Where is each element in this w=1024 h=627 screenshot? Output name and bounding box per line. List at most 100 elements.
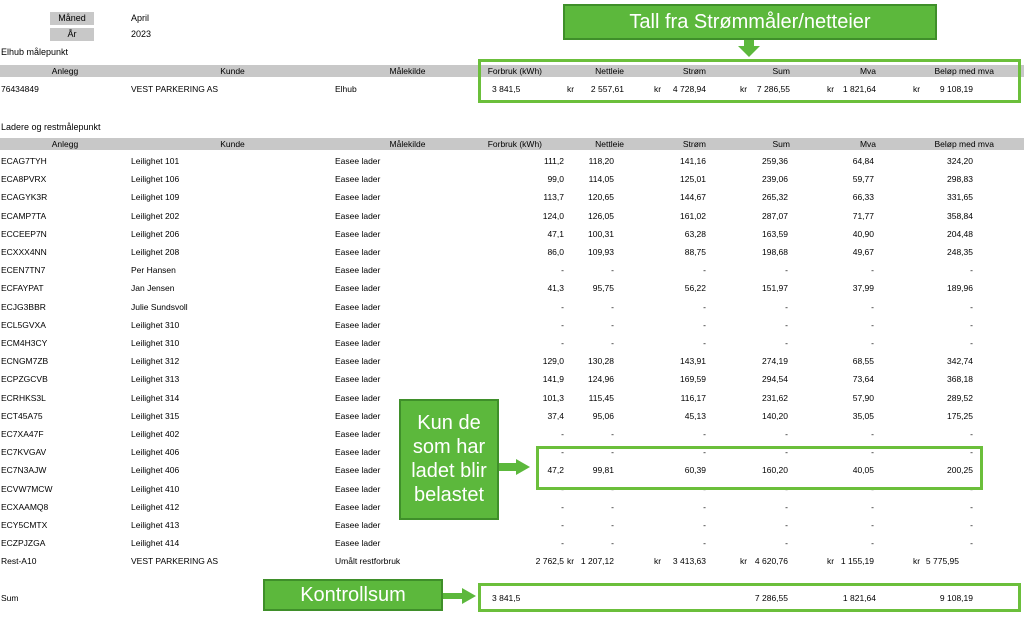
cell-kilde: Easee lader bbox=[335, 338, 381, 348]
cell-kunde: Leilighet 106 bbox=[131, 174, 180, 185]
arrow-bottom-stem bbox=[443, 593, 463, 599]
cell-kilde: Easee lader bbox=[335, 210, 381, 221]
cell-anlegg: ECAMP7TA bbox=[1, 210, 47, 221]
cell-mva: - bbox=[871, 538, 874, 549]
cell-belop: 200,25 bbox=[947, 465, 973, 476]
cell-sum: 259,36 bbox=[762, 156, 788, 166]
cell-kunde: VEST PARKERING AS bbox=[131, 84, 219, 94]
cell-belop: 342,74 bbox=[947, 356, 973, 367]
cell-nettleie: 115,45 bbox=[588, 392, 614, 403]
cell-kunde: Leilighet 410 bbox=[131, 483, 180, 494]
cell-anlegg: 76434849 bbox=[1, 84, 39, 94]
callout-middle-line: belastet bbox=[413, 484, 485, 506]
cell-strom: 56,22 bbox=[684, 283, 706, 294]
section-title-ladere: Ladere og restmålepunkt bbox=[1, 122, 101, 132]
cell-strom: 4 728,94 bbox=[672, 84, 706, 94]
cell-mva: 40,90 bbox=[852, 228, 874, 239]
cell-kilde: Easee lader bbox=[335, 319, 381, 330]
cell-mva: 57,90 bbox=[852, 392, 874, 403]
cell-mva: 40,05 bbox=[852, 465, 874, 476]
cell-kunde: Per Hansen bbox=[131, 265, 176, 276]
callout-middle-line: ladet blir bbox=[411, 460, 487, 482]
cell-nettleie: 100,31 bbox=[588, 228, 614, 239]
cell-kunde: Julie Sundsvoll bbox=[131, 301, 188, 312]
currency-label: kr bbox=[567, 556, 575, 566]
cell-forbruk: 129,0 bbox=[542, 356, 564, 367]
cell-nettleie: 120,65 bbox=[588, 192, 614, 203]
col-header-strom: Strøm bbox=[682, 139, 706, 149]
cell-kunde: Leilighet 202 bbox=[131, 210, 180, 221]
cell-mva: - bbox=[871, 429, 874, 439]
cell-sum: 7 286,55 bbox=[756, 84, 790, 94]
cell-mva: 59,77 bbox=[852, 174, 874, 185]
currency-label: kr bbox=[740, 556, 748, 566]
cell-nettleie: - bbox=[611, 338, 614, 348]
cell-forbruk: 101,3 bbox=[542, 392, 564, 403]
cell-kunde: Leilighet 310 bbox=[131, 338, 180, 348]
cell-kunde: Leilighet 310 bbox=[131, 319, 180, 330]
cell-belop: 175,25 bbox=[947, 410, 973, 421]
cell-belop: 189,96 bbox=[947, 283, 973, 294]
arrow-middle-icon bbox=[516, 459, 530, 475]
cell-kunde: Leilighet 315 bbox=[131, 410, 180, 421]
cell-sum: 287,07 bbox=[762, 210, 788, 221]
cell-sum: - bbox=[785, 501, 788, 512]
cell-kunde: VEST PARKERING AS bbox=[131, 556, 219, 566]
callout-middle-line: som har bbox=[412, 436, 486, 458]
cell-kilde: Easee lader bbox=[335, 410, 381, 421]
cell-kilde: Easee lader bbox=[335, 192, 381, 203]
cell-strom: 116,17 bbox=[680, 392, 706, 403]
cell-sum: - bbox=[785, 338, 788, 348]
cell-belop: - bbox=[970, 520, 973, 530]
cell-sum: 265,32 bbox=[762, 192, 788, 203]
currency-label: kr bbox=[913, 556, 921, 566]
cell-mva: 37,99 bbox=[852, 283, 874, 294]
currency-label: kr bbox=[654, 556, 662, 566]
cell-anlegg: ECXXX4NN bbox=[1, 247, 47, 257]
cell-anlegg: EC7XA47F bbox=[1, 429, 44, 439]
cell-nettleie: - bbox=[611, 265, 614, 276]
cell-forbruk: 2 762,5 bbox=[535, 556, 564, 566]
highlight-box-control-sum bbox=[478, 583, 1021, 612]
cell-mva: 68,55 bbox=[852, 356, 874, 367]
cell-belop: - bbox=[970, 301, 973, 312]
cell-forbruk: 113,7 bbox=[543, 192, 564, 203]
year-label: År bbox=[50, 28, 94, 41]
cell-kilde: Easee lader bbox=[335, 265, 381, 276]
cell-kilde: Easee lader bbox=[335, 501, 381, 512]
cell-forbruk: - bbox=[561, 447, 564, 458]
cell-sum: 163,59 bbox=[762, 228, 788, 239]
cell-nettleie: - bbox=[611, 501, 614, 512]
cell-kilde: Easee lader bbox=[335, 174, 381, 185]
cell-nettleie: - bbox=[611, 301, 614, 312]
currency-label: kr bbox=[567, 84, 575, 94]
cell-kilde: Easee lader bbox=[335, 356, 381, 367]
cell-belop: - bbox=[970, 447, 973, 458]
col-header-mva: Mva bbox=[859, 139, 876, 149]
cell-belop: 5 775,95 bbox=[925, 556, 959, 566]
cell-belop: 289,52 bbox=[947, 392, 973, 403]
cell-kilde: Easee lader bbox=[335, 447, 381, 458]
cell-sum: 294,54 bbox=[762, 374, 788, 385]
cell-nettleie: 130,28 bbox=[588, 356, 614, 367]
table-row-rest: Rest-A10 VEST PARKERING AS Umålt restfor… bbox=[0, 552, 1024, 570]
cell-forbruk: - bbox=[561, 429, 564, 439]
cell-kunde: Leilighet 406 bbox=[131, 447, 180, 458]
cell-mva: 1 821,64 bbox=[842, 84, 876, 94]
cell-strom: 45,13 bbox=[684, 410, 706, 421]
cell-anlegg: EC7N3AJW bbox=[1, 465, 47, 476]
cell-kilde: Easee lader bbox=[335, 228, 381, 239]
cell-anlegg: ECM4H3CY bbox=[1, 338, 48, 348]
cell-sum: - bbox=[785, 447, 788, 458]
cell-anlegg: EC7KVGAV bbox=[1, 447, 47, 458]
callout-middle: Kun de som har ladet blir belastet bbox=[399, 399, 499, 520]
cell-kunde: Leilighet 314 bbox=[131, 392, 180, 403]
